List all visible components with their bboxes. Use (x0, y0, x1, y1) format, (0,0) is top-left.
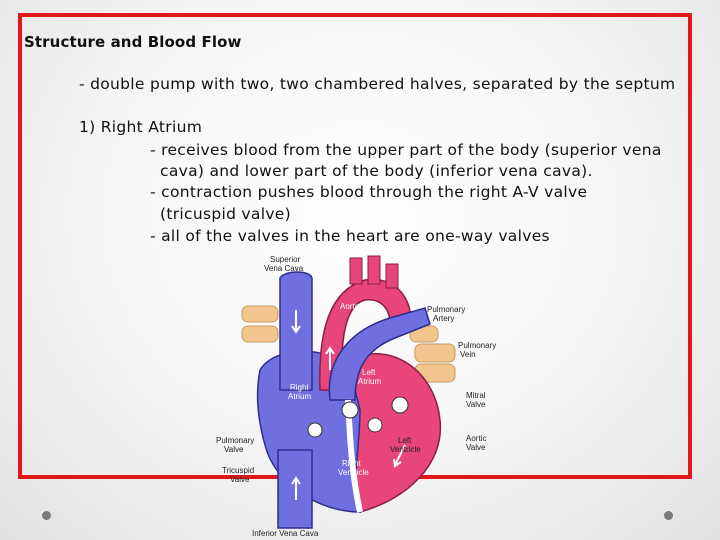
corner-dot-right (664, 511, 673, 520)
label-pulmonary-vein-1: Pulmonary (458, 341, 496, 350)
label-pulmonary-artery-2: Artery (433, 314, 454, 323)
label-pulmonary-vein-2: Vein (460, 350, 476, 359)
flow-arrows (291, 310, 406, 500)
label-right-atrium-1: Right (290, 383, 309, 392)
label-mitral-valve-1: Mitral (466, 391, 486, 400)
heart-diagram: Superior Vena Cava Aorta Pulmonary Arter… (216, 255, 496, 538)
label-superior-vena-cava-1: Superior (270, 255, 301, 264)
bullet-line-5: - all of the valves in the heart are one… (150, 227, 550, 245)
tricuspid-valve-shape (307, 422, 323, 438)
section-heading: 1) Right Atrium (79, 118, 203, 136)
bullet-line-2: cava) and lower part of the body (inferi… (160, 162, 593, 180)
label-pulmonary-valve-2: Valve (224, 445, 244, 454)
label-right-atrium-2: Atrium (288, 392, 311, 401)
bullet-line-1: - receives blood from the upper part of … (150, 141, 662, 159)
label-tricuspid-valve-2: Valve (230, 475, 250, 484)
pulmonary-artery (328, 307, 431, 401)
pulmonary-vein-left (241, 305, 279, 343)
label-aortic-valve-1: Aortic (466, 434, 486, 443)
mitral-valve-shape (391, 396, 409, 414)
label-tricuspid-valve-1: Tricuspid (222, 466, 254, 475)
aortic-valve-shape (367, 417, 383, 433)
label-pulmonary-valve-1: Pulmonary (216, 436, 254, 445)
pulmonary-valve-shape (341, 401, 359, 419)
pulmonary-vein-right (409, 325, 456, 383)
label-pulmonary-artery-1: Pulmonary (427, 305, 465, 314)
label-right-ventricle-1: Right (342, 459, 361, 468)
label-aortic-valve-2: Valve (466, 443, 486, 452)
label-left-ventricle-1: Left (398, 436, 412, 445)
label-left-atrium-1: Left (362, 368, 376, 377)
intro-line: - double pump with two, two chambered ha… (79, 75, 676, 93)
slide-title: Structure and Blood Flow (24, 33, 242, 51)
label-left-ventricle-2: Ventricle (390, 445, 421, 454)
label-superior-vena-cava-2: Vena Cava (264, 264, 304, 273)
label-mitral-valve-2: Valve (466, 400, 486, 409)
label-inferior-vena-cava: Inferior Vena Cava (252, 529, 319, 538)
label-left-atrium-2: Atrium (358, 377, 381, 386)
bullet-line-3: - contraction pushes blood through the r… (150, 183, 588, 201)
label-aorta: Aorta (340, 302, 360, 311)
label-right-ventricle-2: Ventricle (338, 468, 369, 477)
bullet-line-4: (tricuspid valve) (160, 205, 291, 223)
corner-dot-left (42, 511, 51, 520)
